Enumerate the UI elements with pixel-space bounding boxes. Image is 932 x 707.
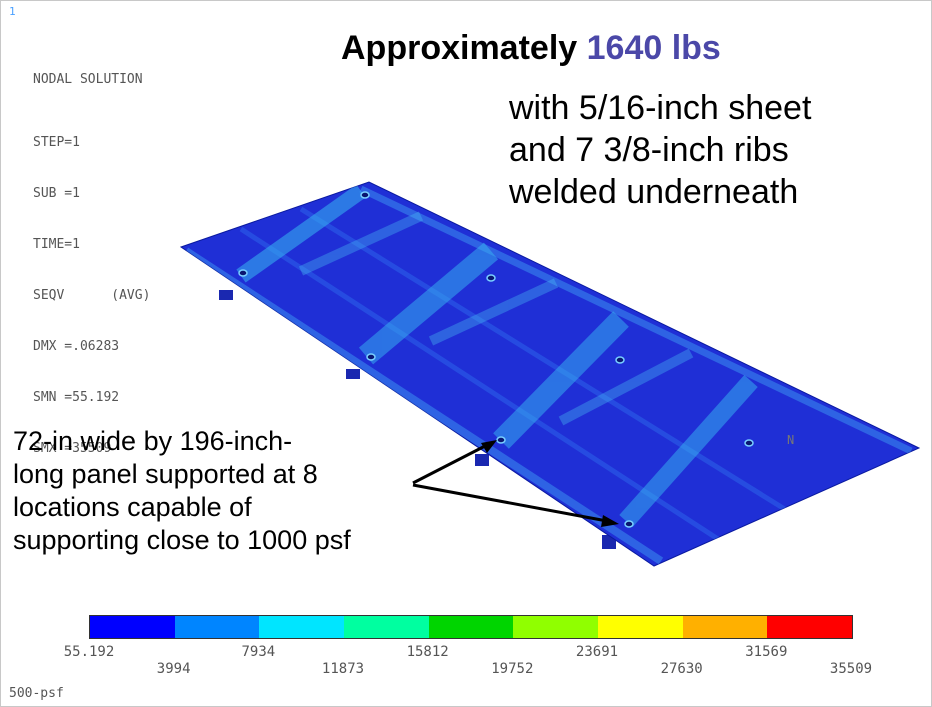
headline-load: 1640 lbs <box>586 29 721 67</box>
legend-swatch <box>90 616 175 638</box>
legend-tick-label: 11873 <box>321 661 365 677</box>
legend-swatch <box>259 616 345 638</box>
steel-plate <box>179 181 921 567</box>
stress-legend-bar <box>89 615 853 639</box>
smn-line: SMN =55.192 <box>33 390 120 405</box>
description-line: welded underneath <box>509 173 799 211</box>
legend-tick-label: 31569 <box>745 644 788 660</box>
dmx-line: DMX =.06283 <box>33 339 120 354</box>
panel-note-line: long panel supported at 8 <box>13 459 318 489</box>
legend-tick-label: 23691 <box>575 644 619 660</box>
partial-label: N <box>787 433 795 447</box>
panel-note-line: locations capable of <box>13 492 252 522</box>
legend-tick-label: 15812 <box>406 644 449 660</box>
solution-info: NODAL SOLUTION STEP=1 SUB =1 TIME=1 SEQV… <box>33 37 150 491</box>
headline: Approximately 1640 lbs <box>341 29 721 68</box>
description: with 5/16-inch sheet and 7 3/8-inch ribs… <box>509 87 919 213</box>
solution-title: NODAL SOLUTION <box>33 72 143 87</box>
support-points <box>238 191 754 528</box>
stress-bands <box>183 184 913 565</box>
step-line: STEP=1 <box>33 135 80 150</box>
legend-tick-label: 7934 <box>241 644 276 660</box>
legend-swatch <box>174 616 260 638</box>
time-line: TIME=1 <box>33 237 80 252</box>
legend-swatch <box>513 616 599 638</box>
legend-swatch <box>598 616 683 638</box>
legend-tick-label: 27630 <box>660 661 703 677</box>
description-line: and 7 3/8-inch ribs <box>509 131 789 169</box>
sub-line: SUB =1 <box>33 186 80 201</box>
legend-swatch <box>767 616 853 638</box>
legend-tick-label: 35509 <box>829 661 873 677</box>
legend-swatch <box>682 616 768 638</box>
leader-arrows <box>412 440 619 527</box>
legend-tick-label: 19752 <box>491 661 534 677</box>
panel-note: 72-in wide by 196-inch- long panel suppo… <box>13 425 483 557</box>
legend-tick-label: 3994 <box>156 661 191 677</box>
load-case-label: 500-psf <box>9 686 64 701</box>
seqv-line: SEQV (AVG) <box>33 288 151 303</box>
legend-swatch <box>344 616 429 638</box>
description-line: with 5/16-inch sheet <box>509 89 812 127</box>
window-number: 1 <box>9 5 16 18</box>
smx-line: SMX =35509 <box>33 441 112 456</box>
panel-note-line: supporting close to 1000 psf <box>13 525 351 555</box>
headline-prefix: Approximately <box>341 29 587 67</box>
legend-tick-label: 55.192 <box>63 644 115 660</box>
panel-note-line: 72-in wide by 196-inch- <box>13 426 293 456</box>
legend-swatch <box>428 616 514 638</box>
